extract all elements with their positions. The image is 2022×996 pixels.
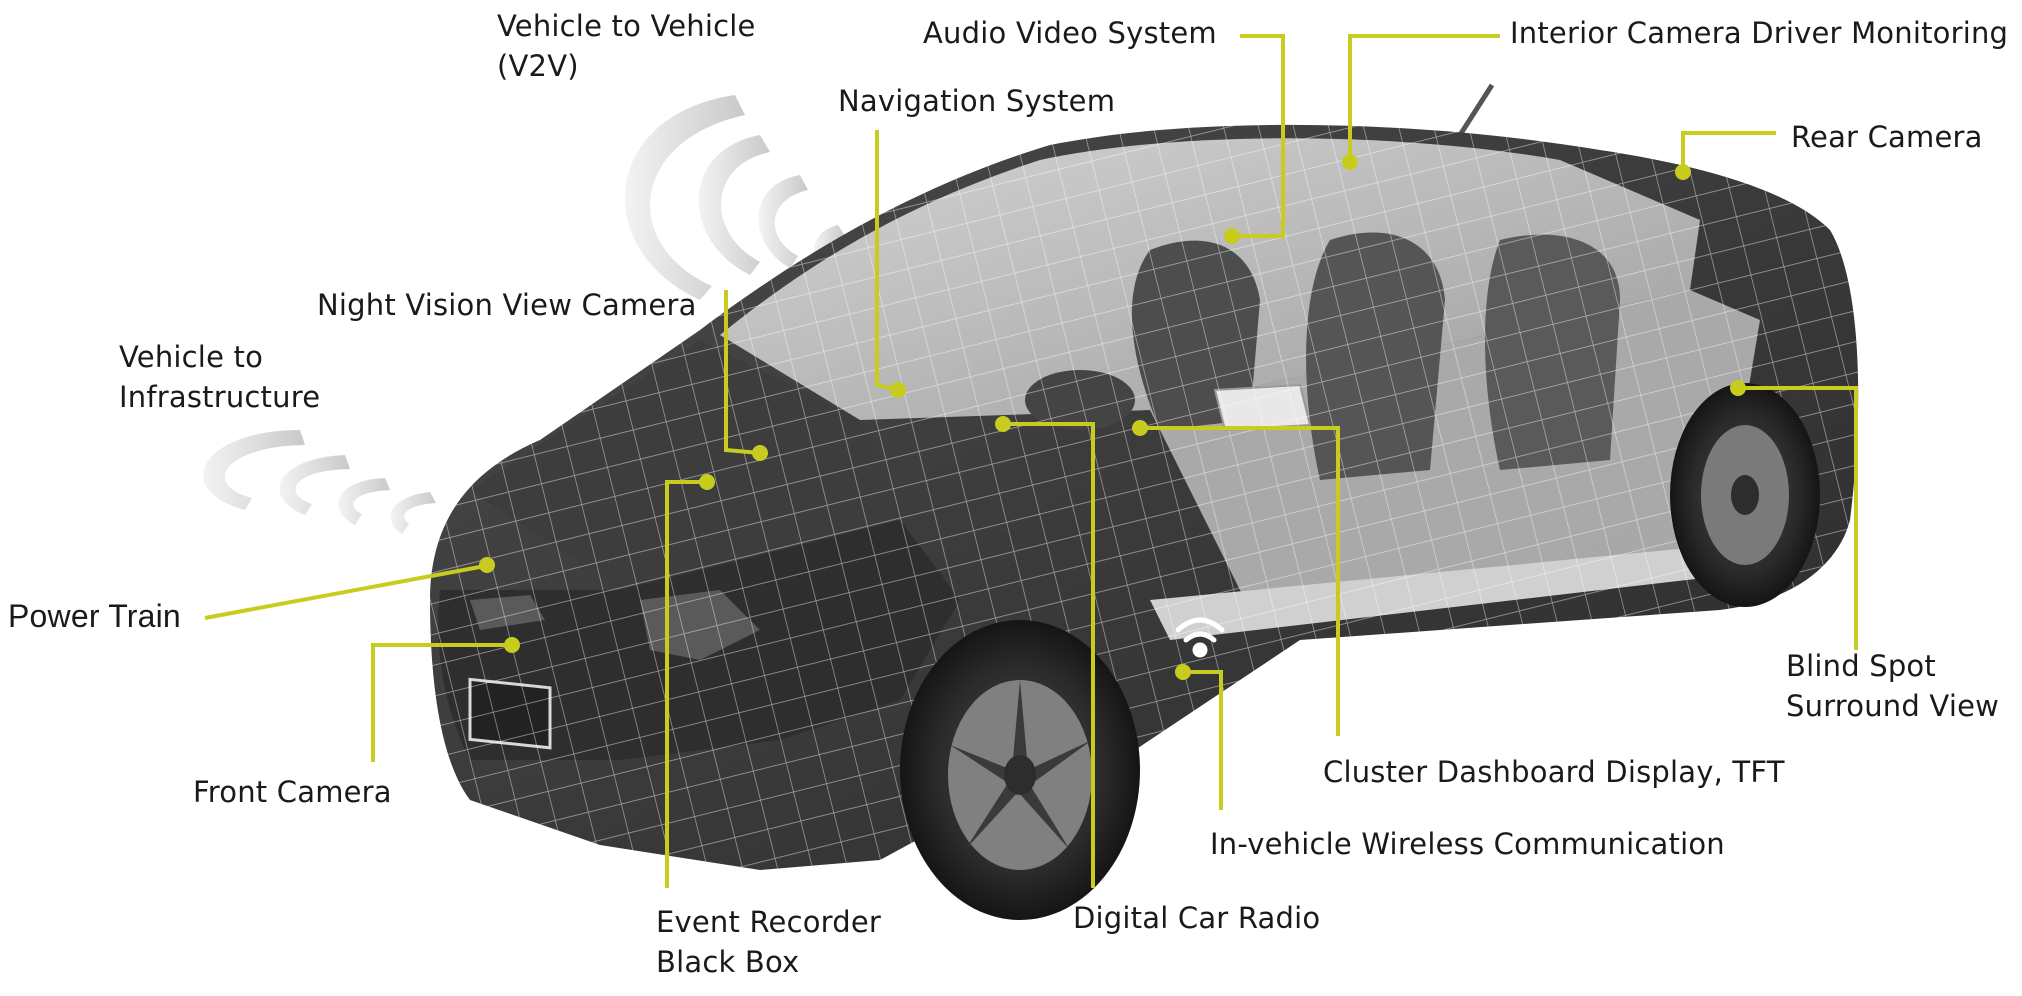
- audio-video-leader: [1232, 34, 1285, 238]
- navigation-dot: [890, 382, 906, 398]
- event-recorder-label-line1: Event Recorder: [656, 905, 882, 939]
- blind-spot-label-line2: Surround View: [1786, 689, 2000, 723]
- power-train-label: Power Train: [8, 598, 181, 634]
- callout-dots: [479, 154, 1746, 680]
- interior-camera-dot: [1342, 154, 1358, 170]
- power-train-dot: [479, 557, 495, 573]
- front-camera-leader: [371, 643, 510, 762]
- rear-camera-label: Rear Camera: [1791, 120, 1983, 154]
- rear-camera-dot: [1675, 164, 1691, 180]
- cluster-display-dot: [1132, 420, 1148, 436]
- digital-radio-label: Digital Car Radio: [1073, 901, 1321, 935]
- night-vision-dot: [752, 445, 768, 461]
- wireless-leader: [1183, 670, 1223, 810]
- night-vision-label: Night Vision View Camera: [317, 288, 697, 322]
- front-camera-dot: [504, 637, 520, 653]
- event-recorder-leader: [665, 480, 707, 888]
- v2i-label-line2: Infrastructure: [119, 380, 321, 414]
- blind-spot-dot: [1730, 380, 1746, 396]
- navigation-label: Navigation System: [838, 84, 1116, 118]
- cluster-display-label: Cluster Dashboard Display, TFT: [1323, 755, 1785, 789]
- v2i-label-line1: Vehicle to: [119, 340, 264, 374]
- digital-radio-leader: [1005, 422, 1095, 888]
- event-recorder-dot: [699, 474, 715, 490]
- wifi-icon: [1175, 617, 1225, 658]
- wireless-label: In-vehicle Wireless Communication: [1210, 827, 1725, 861]
- audio-video-label: Audio Video System: [923, 16, 1217, 50]
- digital-radio-dot: [995, 416, 1011, 432]
- blind-spot-leader: [1740, 386, 1858, 650]
- interior-camera-leader: [1348, 34, 1500, 160]
- wireless-dot: [1175, 664, 1191, 680]
- v2v-label-line2: (V2V): [497, 49, 579, 83]
- car-body: [430, 83, 1859, 920]
- blind-spot-label-line1: Blind Spot: [1786, 649, 1936, 683]
- audio-video-dot: [1224, 228, 1240, 244]
- cluster-display-leader: [1142, 426, 1340, 736]
- v2v-label-line1: Vehicle to Vehicle: [497, 9, 756, 43]
- power-train-leader: [204, 564, 486, 620]
- rear-camera-leader: [1681, 131, 1776, 167]
- night-vision-leader: [724, 290, 761, 455]
- v2i-signal-waves: [203, 430, 436, 534]
- interior-camera-label: Interior Camera Driver Monitoring: [1510, 16, 2009, 50]
- front-camera-label: Front Camera: [193, 775, 392, 809]
- event-recorder-label-line2: Black Box: [656, 945, 800, 979]
